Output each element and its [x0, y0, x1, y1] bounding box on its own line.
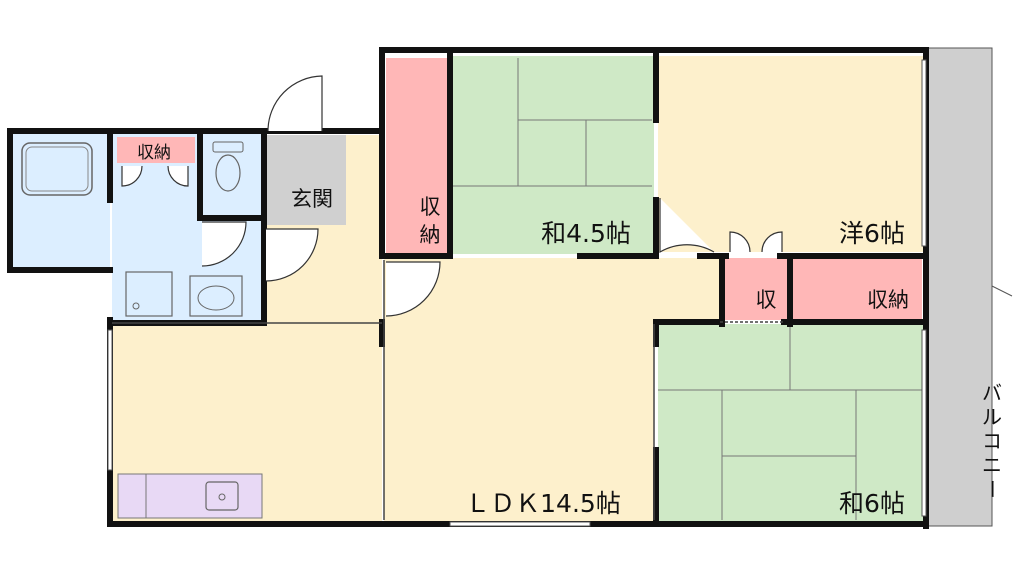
- washbasin: [189, 275, 243, 317]
- bathroom-area: [12, 133, 110, 268]
- washitsu-45-area: [452, 56, 654, 254]
- right-storage-area: [792, 258, 922, 320]
- bathtub: [21, 142, 93, 196]
- tall-storage-area: [386, 58, 448, 254]
- balcony-label-char: ー: [980, 479, 1004, 499]
- youshitsu-6-area: [658, 56, 924, 252]
- toilet: [204, 135, 258, 215]
- washitsu-6-area: [658, 324, 924, 522]
- kitchen-sink: [205, 481, 239, 511]
- right-storage-label: 収納: [867, 288, 909, 312]
- ldk-label: ＬＤＫ14.5帖: [465, 489, 621, 518]
- windows: [107, 59, 927, 527]
- washroom-storage-label: 収納: [137, 143, 171, 163]
- washing-machine-space: [125, 271, 173, 317]
- washitsu-45-label: 和4.5帖: [541, 219, 631, 248]
- balcony-label-char: ニ: [982, 453, 1002, 477]
- washitsu-6-label: 和6帖: [839, 489, 905, 518]
- tatami-grid-45: [452, 58, 652, 187]
- balcony-label-char: ル: [982, 405, 1002, 429]
- tall-storage-label-line2: 納: [420, 223, 441, 247]
- youshitsu-6-label: 洋6帖: [839, 219, 905, 248]
- small-storage-area: [724, 258, 788, 320]
- ldk-area: [384, 258, 654, 523]
- kitchen-counter: [117, 473, 263, 519]
- tatami-grid-6: [658, 326, 922, 520]
- tall-storage-label-line1: 収: [420, 195, 441, 219]
- entrance-label: 玄関: [291, 187, 333, 211]
- doors: [121, 75, 783, 317]
- washroom-storage-area: [117, 137, 195, 163]
- tall-storage-label: 収 納: [420, 195, 441, 247]
- balcony-label-char: コ: [982, 429, 1002, 453]
- balcony-label-char: バ: [982, 381, 1002, 405]
- small-storage-label: 収: [756, 288, 777, 312]
